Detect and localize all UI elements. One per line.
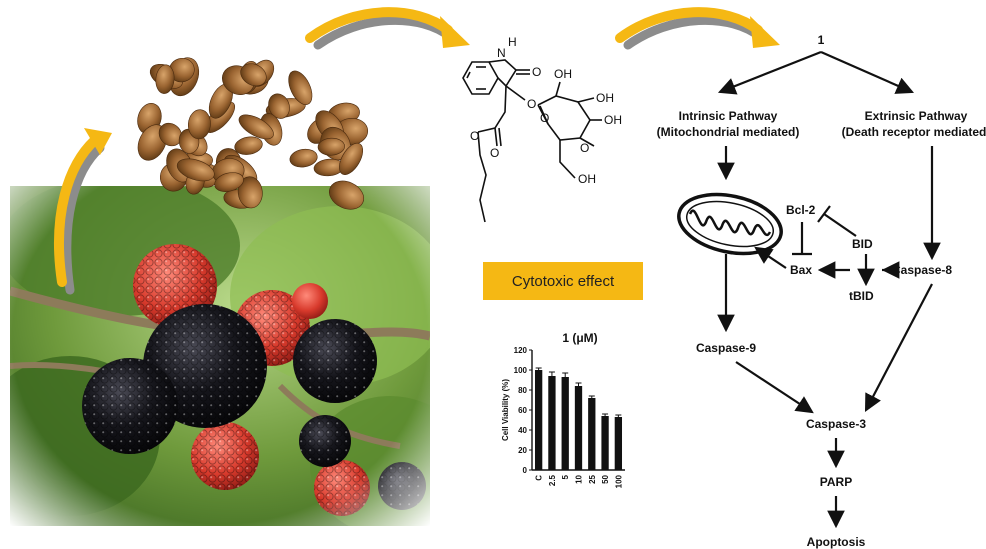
chart-x-tick-label: 100 xyxy=(614,474,623,488)
process-arrow-icon xyxy=(615,7,780,50)
dried-mulberry xyxy=(176,158,215,182)
dried-mulberry xyxy=(288,70,313,105)
atom-label: O xyxy=(527,97,536,111)
chart-y-tick-label: 0 xyxy=(523,466,528,475)
atom-label: OH xyxy=(578,172,596,186)
dried-mulberry xyxy=(240,63,267,87)
dried-mulberry xyxy=(317,137,345,156)
chart-x-tick-label: 25 xyxy=(588,474,597,483)
chemical-structure xyxy=(462,59,602,223)
dried-mulberry-photo xyxy=(137,57,369,210)
atom-label: O xyxy=(580,141,589,155)
extrinsic-pathway-label: Extrinsic Pathway xyxy=(865,109,968,123)
process-arrow-icon xyxy=(54,128,112,295)
chart-x-tick-label: 2.5 xyxy=(548,474,557,486)
cell-viability-chart: 1 (μM) Cell Viability (%) 0 20 40 60 80 100 12… xyxy=(501,331,625,488)
atom-label: OH xyxy=(554,67,572,81)
dried-mulberry xyxy=(214,172,244,192)
compound-node: 1 xyxy=(818,33,825,47)
extrinsic-pathway-sublabel: (Death receptor mediated) xyxy=(842,125,986,139)
cytotoxic-effect-label: Cytotoxic effect xyxy=(483,262,643,300)
intrinsic-pathway-label: Intrinsic Pathway xyxy=(679,109,778,123)
atom-label: N xyxy=(497,46,506,60)
chart-title: 1 (μM) xyxy=(562,331,597,345)
process-arrow-icon xyxy=(305,7,470,50)
bax-node: Bax xyxy=(790,263,812,277)
mulberry-fruit-photo xyxy=(10,186,430,526)
chart-bars xyxy=(534,367,623,470)
caspase3-node: Caspase-3 xyxy=(806,417,866,431)
chart-y-tick-label: 80 xyxy=(518,386,527,395)
chart-bar xyxy=(574,386,583,470)
atom-label: OH xyxy=(604,113,622,127)
chart-y-tick-label: 60 xyxy=(518,406,527,415)
chart-y-tick-label: 100 xyxy=(514,366,528,375)
mitochondrion-icon xyxy=(677,192,783,256)
chart-x-tick-label: 50 xyxy=(601,474,610,483)
dried-mulberry xyxy=(329,180,365,210)
intrinsic-pathway-sublabel: (Mitochondrial mediated) xyxy=(657,125,800,139)
chart-x-tick-label: C xyxy=(535,475,544,481)
atom-label: O xyxy=(490,146,499,160)
dried-mulberry xyxy=(289,148,318,168)
atom-label: O xyxy=(540,111,549,125)
chart-x-tick-label: 5 xyxy=(561,474,570,479)
dried-mulberry xyxy=(268,93,290,119)
atom-label: H xyxy=(508,35,517,49)
atom-label: OH xyxy=(596,91,614,105)
dried-mulberry xyxy=(187,109,211,140)
chart-bar xyxy=(561,377,569,470)
chart-x-tick-label: 10 xyxy=(575,474,584,483)
chart-bar xyxy=(534,370,543,470)
bcl2-node: Bcl-2 xyxy=(786,203,816,217)
chart-y-tick-label: 40 xyxy=(518,426,527,435)
caspase8-node: Caspase-8 xyxy=(892,263,952,277)
chemical-labels: N H O O O OH OH OH O OH O O xyxy=(470,35,622,186)
dried-mulberry xyxy=(237,176,263,209)
bid-node: BID xyxy=(852,237,873,251)
chart-bar xyxy=(548,376,556,470)
dried-mulberry xyxy=(155,64,175,94)
atom-label: O xyxy=(532,65,541,79)
chart-bar xyxy=(588,398,596,470)
dried-mulberry xyxy=(158,122,182,147)
dried-mulberry xyxy=(339,142,364,175)
atom-label: O xyxy=(470,129,479,143)
chart-bar xyxy=(614,417,623,470)
chart-bar xyxy=(601,416,609,470)
chart-y-tick-label: 120 xyxy=(514,346,528,355)
tbid-node: tBID xyxy=(849,289,874,303)
caspase9-node: Caspase-9 xyxy=(696,341,756,355)
dried-mulberry xyxy=(238,114,274,140)
chart-y-tick-label: 20 xyxy=(518,446,527,455)
apoptosis-node: Apoptosis xyxy=(807,535,866,549)
apoptosis-pathway: 1 Intrinsic Pathway (Mitochondrial media… xyxy=(657,33,986,549)
parp-node: PARP xyxy=(820,475,852,489)
chart-y-axis-label: Cell Viability (%) xyxy=(501,379,510,441)
dried-mulberry xyxy=(234,136,263,155)
